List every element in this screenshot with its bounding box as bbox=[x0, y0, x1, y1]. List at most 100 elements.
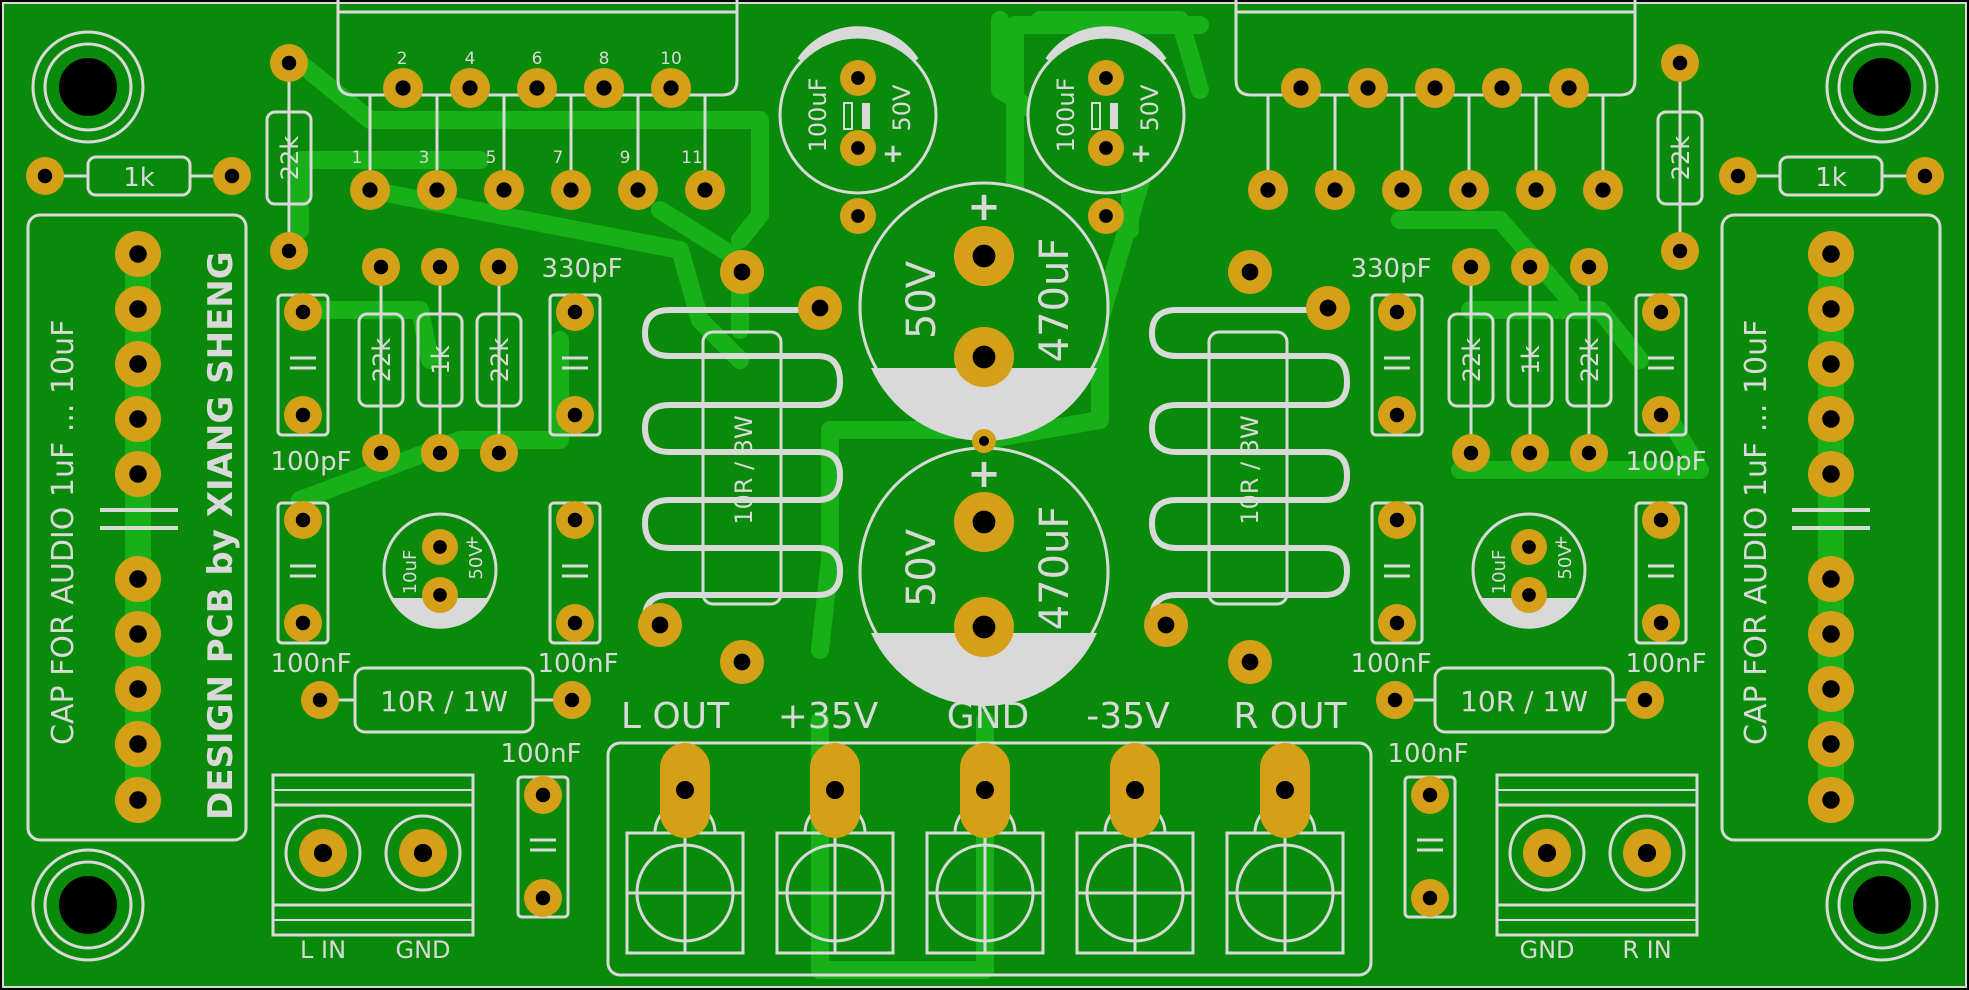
drill-hole bbox=[979, 436, 989, 446]
drill-hole bbox=[491, 259, 507, 275]
drill-hole bbox=[373, 259, 389, 275]
drill-hole bbox=[1241, 263, 1259, 281]
drill-holes bbox=[37, 55, 1933, 906]
drill-hole bbox=[129, 680, 147, 698]
cap-value: 470uF bbox=[1032, 238, 1078, 363]
input-terminal-right-hatch bbox=[1497, 789, 1697, 921]
drill-hole bbox=[373, 445, 389, 461]
divider-resistors-right bbox=[1447, 268, 1613, 452]
cap-polarity: + bbox=[967, 451, 1001, 497]
cap-value: 100uF bbox=[1052, 78, 1080, 153]
cap-voltage: 50V bbox=[1136, 84, 1164, 132]
drill-hole bbox=[1917, 168, 1933, 184]
drill-hole bbox=[1422, 890, 1438, 906]
drill-hole bbox=[1822, 680, 1840, 698]
drill-hole bbox=[826, 781, 844, 799]
resistor-label: 1k bbox=[123, 163, 155, 193]
drill-hole bbox=[1822, 355, 1840, 373]
drill-hole bbox=[433, 540, 447, 554]
output-terminal-outline bbox=[606, 741, 1373, 977]
drill-hole bbox=[129, 625, 147, 643]
drill-hole bbox=[395, 80, 411, 96]
drill-hole bbox=[567, 407, 583, 423]
drill-hole bbox=[1822, 735, 1840, 753]
drill-hole bbox=[1387, 692, 1403, 708]
resistor-label: 22k bbox=[368, 338, 396, 383]
ic-pin-label: 4 bbox=[465, 49, 476, 69]
drill-hole bbox=[1822, 245, 1840, 263]
drill-hole bbox=[1581, 259, 1597, 275]
drill-hole bbox=[1389, 304, 1405, 320]
coil-resistor-left bbox=[701, 330, 783, 606]
drill-hole bbox=[129, 735, 147, 753]
small-electrolytic-right: 10uF 50V + bbox=[1471, 512, 1587, 629]
cap-voltage: 50V bbox=[899, 260, 945, 339]
cap-label: 100nF bbox=[270, 649, 351, 679]
drill-hole bbox=[1276, 781, 1294, 799]
resistor-label: 1k bbox=[1815, 163, 1847, 193]
drill-hole bbox=[1293, 80, 1309, 96]
drill-hole bbox=[432, 259, 448, 275]
ic-pin-label: 8 bbox=[599, 49, 610, 69]
top-electrolytic-left: 100uF 50V + bbox=[778, 26, 938, 195]
drill-hole bbox=[429, 182, 445, 198]
resistor-label: 1k bbox=[427, 345, 455, 374]
drill-hole bbox=[313, 843, 333, 863]
cap-polarity: + bbox=[967, 184, 1001, 230]
big-electrolytic-top: 50V 470uF + bbox=[858, 181, 1110, 441]
drill-hole bbox=[1522, 540, 1536, 554]
solder-pads bbox=[26, 44, 1944, 917]
drill-hole bbox=[567, 304, 583, 320]
drill-hole bbox=[851, 209, 865, 223]
drill-hole bbox=[295, 407, 311, 423]
drill-hole bbox=[564, 692, 580, 708]
cap-value: 100uF bbox=[804, 78, 832, 153]
drill-hole bbox=[1537, 843, 1557, 863]
drill-hole bbox=[811, 299, 829, 317]
drill-hole bbox=[972, 345, 996, 369]
drill-hole bbox=[491, 445, 507, 461]
cap-label-right: CAP FOR AUDIO 1uF ... 10uF bbox=[1739, 320, 1774, 745]
drill-hole bbox=[1389, 512, 1405, 528]
drill-hole bbox=[224, 168, 240, 184]
drill-hole bbox=[1260, 182, 1276, 198]
drill-hole bbox=[535, 890, 551, 906]
cap-voltage: 50V bbox=[1555, 544, 1576, 580]
resistor-label: 10R / 3W bbox=[1236, 415, 1264, 525]
drill-hole bbox=[1099, 141, 1113, 155]
drill-hole bbox=[1461, 182, 1477, 198]
drill-hole bbox=[1672, 243, 1688, 259]
drill-hole bbox=[1822, 625, 1840, 643]
drill-hole bbox=[1327, 182, 1343, 198]
cap-label: 100pF bbox=[270, 447, 351, 477]
drill-hole bbox=[1319, 299, 1337, 317]
drill-hole bbox=[362, 182, 378, 198]
cap-voltage: 50V bbox=[466, 544, 487, 580]
cap-label: 330pF bbox=[541, 254, 622, 284]
drill-hole bbox=[1099, 71, 1113, 85]
drill-hole bbox=[37, 168, 53, 184]
ic-pin-label: 10 bbox=[660, 49, 682, 69]
divider-resistors-left bbox=[357, 268, 523, 452]
big-electrolytic-bottom: 50V 470uF + bbox=[858, 446, 1110, 706]
credit-label: DESIGN PCB by XIANG SHENG bbox=[201, 251, 241, 820]
top-electrolytic-right: 100uF 50V + bbox=[1026, 26, 1186, 195]
drill-hole bbox=[462, 80, 478, 96]
cap-label: 100nF bbox=[1350, 649, 1431, 679]
drill-hole bbox=[1653, 512, 1669, 528]
drill-hole bbox=[1099, 209, 1113, 223]
terminal-label-gnd-left: GND bbox=[395, 936, 450, 964]
drill-hole bbox=[1360, 80, 1376, 96]
drill-hole bbox=[1822, 300, 1840, 318]
drill-hole bbox=[1730, 168, 1746, 184]
drill-hole bbox=[129, 355, 147, 373]
drill-hole bbox=[496, 182, 512, 198]
drill-hole bbox=[1422, 787, 1438, 803]
terminal-label-minus-35v: -35V bbox=[1086, 696, 1170, 737]
resistor-feedback-left: 22k bbox=[265, 65, 313, 250]
resistor-label: 22k bbox=[1458, 338, 1486, 383]
cap-value: 10uF bbox=[1489, 550, 1510, 595]
output-coil-left bbox=[641, 307, 844, 621]
ic-pin-label: 7 bbox=[553, 148, 564, 168]
drill-hole bbox=[129, 245, 147, 263]
